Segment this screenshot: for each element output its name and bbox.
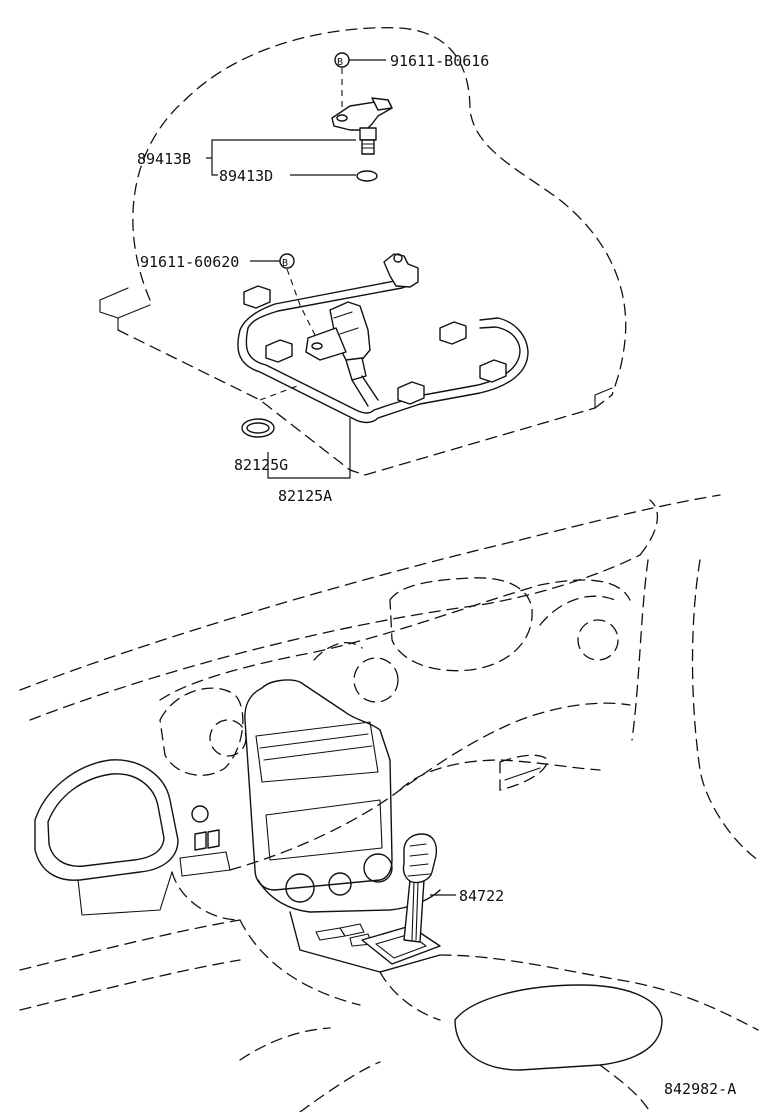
floor-panel bbox=[99, 287, 613, 476]
part-label-89413d: 89413D bbox=[219, 167, 273, 185]
bolt-marker-b0616: B bbox=[337, 57, 343, 68]
dashboard-outline bbox=[19, 494, 759, 1112]
part-label-84722: 84722 bbox=[459, 887, 504, 905]
bolt-marker-60620: B bbox=[282, 258, 288, 269]
figure-code: 842982-A bbox=[664, 1080, 736, 1098]
leader-89413b bbox=[206, 139, 356, 159]
part-label-82125a: 82125A bbox=[278, 487, 332, 505]
cam-sensor-89413b-icon bbox=[331, 97, 393, 155]
grommet-82125g-icon bbox=[241, 418, 275, 438]
part-label-b0616: 91611-B0616 bbox=[390, 52, 489, 70]
wire-harness-82125a bbox=[237, 253, 529, 424]
part-label-82125g: 82125G bbox=[234, 456, 288, 474]
part-label-60620: 91611-60620 bbox=[140, 253, 239, 271]
detail-cloud-outline bbox=[132, 27, 627, 396]
part-label-89413b: 89413B bbox=[137, 150, 191, 168]
leader-82125g bbox=[267, 418, 351, 479]
bolt-60620-icon: B bbox=[279, 253, 295, 269]
oring-89413d-icon bbox=[356, 170, 378, 182]
bolt-b0616-icon: B bbox=[334, 52, 350, 68]
leader-89413d bbox=[211, 158, 218, 176]
shift-lever-84722-icon bbox=[402, 833, 438, 943]
